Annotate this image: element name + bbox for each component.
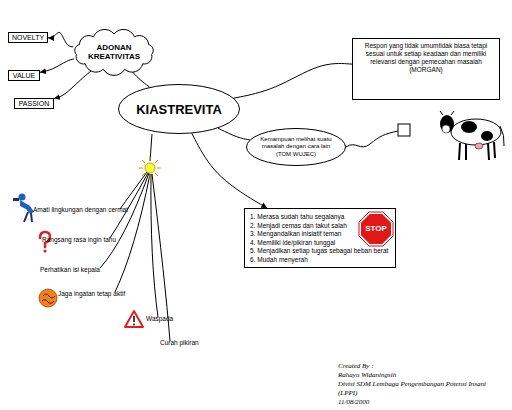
observer-icon: [13, 194, 34, 223]
sun-line: [115, 174, 150, 292]
icon-binoculars: [13, 198, 19, 201]
node-text: PASSION: [19, 99, 50, 108]
keyword-box: PASSION: [14, 98, 54, 109]
node-text: 2. Menjadi cemas dan takut salah: [250, 222, 347, 231]
keyword-box: VALUE: [8, 70, 40, 81]
cloud-shape: ADONAN KREATIVITAS: [72, 30, 156, 74]
warning-dot: [133, 324, 135, 326]
tip-text: Curah pikiran: [160, 339, 199, 347]
cow-udder: [475, 143, 483, 149]
node-text: KIASTREVITA: [136, 102, 222, 117]
node-text: 5. Menjadikan setiap tugas sebagai beban…: [250, 247, 388, 256]
connector-line: [48, 32, 73, 47]
brain-head: [39, 289, 57, 307]
icon-legs: [24, 212, 32, 222]
warning-mark: [133, 316, 135, 322]
cow-patch: [461, 121, 477, 133]
warning-symbol: [125, 311, 143, 327]
tip-text: Rangsang rasa ingin tahu: [42, 236, 116, 244]
connector-line: [40, 59, 74, 72]
node-text: 1. Merasa sudah tahu segalanya: [250, 213, 344, 222]
list-box: 1. Merasa sudah tahu segalanya2. Menjadi…: [244, 208, 396, 268]
node-text: ADONAN KREATIVITAS: [85, 43, 143, 61]
tip-text: Jaga ingatan tetap aktif: [58, 290, 125, 298]
connector-line: [132, 72, 149, 87]
brain-icon: [39, 289, 57, 307]
brain-swirl: [42, 294, 55, 303]
sun-line: [110, 173, 148, 238]
quote-ellipse: Kemampuan melihat suatu masalah dengan c…: [246, 128, 346, 166]
node-text: 3. Mengandalkan inisiatif teman: [250, 230, 341, 239]
connector-line: [234, 63, 352, 98]
credit-text: 11/08/2000: [338, 398, 369, 406]
cow-horns: [440, 111, 454, 115]
credit-text: Rahayu Widaningsih: [338, 371, 396, 379]
tip-text: Perhatikan isi kepala: [40, 266, 100, 274]
connector-line: [54, 71, 91, 99]
credit-text: Divisi SDM Lembaga Pengembangan Potensi …: [338, 380, 486, 388]
node-text: (TOM WUJEC): [276, 151, 316, 159]
wavy-leader: [346, 131, 398, 147]
cow-patch: [481, 131, 493, 141]
cow-illustration: [440, 111, 504, 160]
cow-legs: [459, 142, 495, 160]
node-text: VALUE: [13, 71, 35, 80]
node-text: NOVELTY: [12, 33, 44, 42]
octagon-fill: [361, 214, 391, 244]
connector-line: [218, 128, 250, 140]
question-dot: [43, 249, 46, 252]
stop-sign: STOP: [359, 212, 393, 246]
tip-text: Amati lingkungan dengan cermat: [33, 206, 128, 214]
node-text: 4. Memiliki ide/pikiran tunggal: [250, 239, 335, 248]
quote-box: Respon yang tidak umumtidak biasa tetapi…: [352, 38, 500, 100]
cloud-outline: [75, 29, 153, 75]
node-text: (MORGAN): [409, 66, 443, 74]
sun-line: [100, 173, 149, 268]
central-ellipse: KIASTREVITA: [118, 84, 240, 134]
credit-text: Created By :: [338, 362, 374, 370]
keyword-box: NOVELTY: [8, 32, 48, 43]
cow-muzzle: [442, 125, 450, 133]
ellipse-outline: [119, 85, 240, 134]
octagon-rim: [359, 212, 393, 246]
sun-line: [150, 134, 152, 161]
node-text: 6. Mudah menyerah: [250, 256, 308, 265]
credit-text: (LPPI): [338, 389, 357, 397]
cow-head: [440, 115, 454, 133]
small-square: [398, 124, 410, 136]
cow-body: [451, 119, 501, 145]
node-text: Respon yang tidak umumtidak biasa tetapi…: [359, 42, 493, 66]
ellipse-outline: [247, 129, 346, 166]
node-text: Kemampuan melihat suatu masalah dengan c…: [256, 136, 336, 151]
tip-text: Waspada: [146, 315, 173, 323]
sun-rays: [139, 157, 161, 179]
node-text: STOP: [365, 225, 387, 234]
icon-head: [19, 194, 26, 201]
sun-symbol: [145, 163, 155, 173]
